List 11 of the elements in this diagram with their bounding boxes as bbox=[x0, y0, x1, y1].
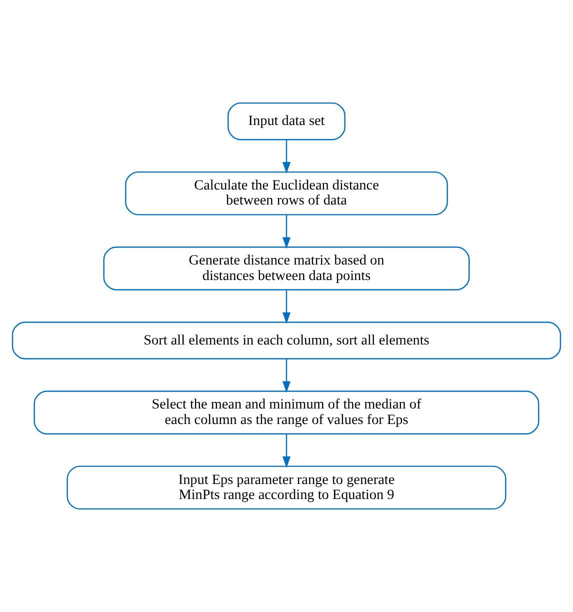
arrow bbox=[282, 140, 291, 174]
node-box: Input data set bbox=[228, 102, 346, 140]
arrow bbox=[282, 214, 291, 249]
arrow bbox=[282, 290, 291, 324]
node-box: Sort all elements in each column, sort all elements bbox=[12, 322, 562, 360]
node-box: Generate distance matrix based on distances between data points bbox=[103, 246, 470, 290]
node-box: Calculate the Euclidean distance between rows of data bbox=[125, 171, 448, 216]
node-box: Select the mean and minimum of the median of each column as the range of values for Eps bbox=[34, 390, 540, 434]
node-box: Input Eps parameter range to generate MinPts range according to Equation 9 bbox=[66, 466, 506, 510]
arrow bbox=[282, 358, 291, 393]
arrow bbox=[282, 434, 291, 468]
